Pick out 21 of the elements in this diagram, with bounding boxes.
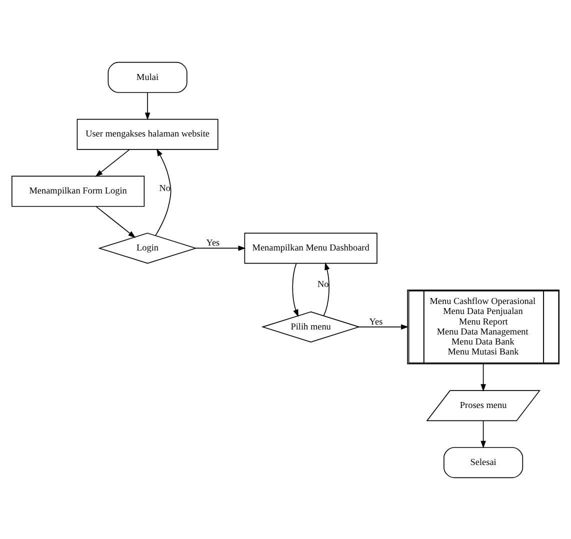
arrow (292, 262, 298, 317)
arrow (480, 362, 486, 392)
arrow (144, 92, 150, 120)
edge-label: Yes (369, 316, 383, 326)
node-box: Mulai (108, 61, 188, 92)
node-box: User mengakses halaman website (76, 118, 218, 150)
edge-label: No (318, 278, 329, 289)
arrow (358, 324, 409, 330)
edge-label: No (159, 182, 171, 193)
arrow (155, 148, 172, 236)
arrow (95, 148, 130, 176)
arrow (480, 420, 486, 448)
node-box: Menampilkan Menu Dashboard (244, 232, 378, 264)
node-diamond: Login (98, 232, 198, 264)
edge-label: Yes (206, 237, 220, 248)
arrow (96, 206, 136, 238)
node-box: Menampilkan Form Login (12, 175, 145, 206)
node-box: Selesai (444, 446, 524, 478)
arrow (323, 262, 330, 316)
node-diamond: Pilih menu (261, 310, 360, 342)
arrow (195, 245, 246, 250)
